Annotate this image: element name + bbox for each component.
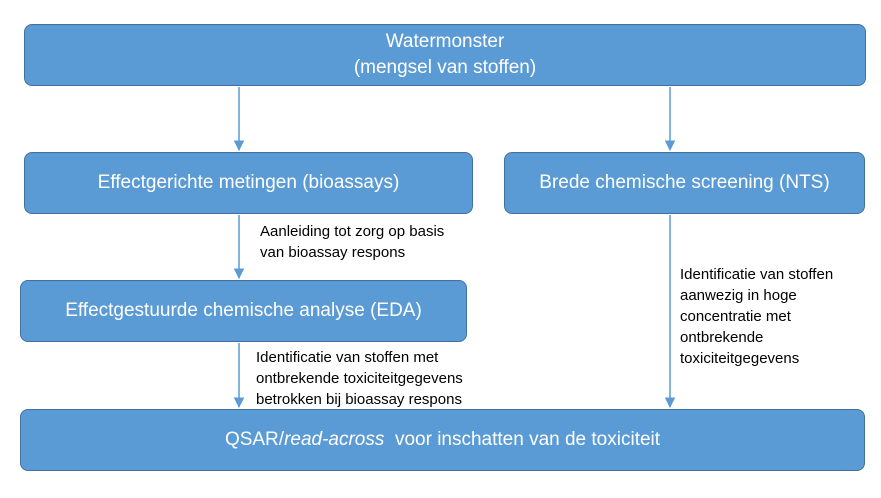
bioassays-box: Effectgerichte metingen (bioassays) [24, 152, 473, 214]
qsar-italic: read-across [284, 429, 385, 451]
nts-to-qsar-annotation: Identificatie van stoffen aanwezig in ho… [680, 266, 834, 367]
water-sample-title: Watermonster [385, 31, 505, 53]
qsar-box: QSAR/read-across voor inschatten van de … [20, 409, 865, 471]
eda-box: Effectgestuurde chemische analyse (EDA) [20, 280, 467, 342]
water-sample-box: Watermonster (mengsel van stoffen) [24, 24, 866, 86]
nts-box: Brede chemische screening (NTS) [504, 152, 865, 214]
nts-label: Brede chemische screening (NTS) [539, 172, 830, 194]
bioassay-to-eda-annotation: Aanleiding tot zorg op basis van bioassa… [260, 223, 445, 261]
water-sample-subtitle: (mengsel van stoffen) [353, 57, 537, 78]
qsar-suffix: voor inschatten van de toxiciteit [384, 429, 661, 451]
qsar-prefix: QSAR/ [224, 429, 285, 451]
eda-to-qsar-annotation: Identificatie van stoffen met ontbrekend… [256, 349, 463, 408]
eda-label: Effectgestuurde chemische analyse (EDA) [65, 300, 422, 322]
bioassays-label: Effectgerichte metingen (bioassays) [97, 172, 400, 194]
